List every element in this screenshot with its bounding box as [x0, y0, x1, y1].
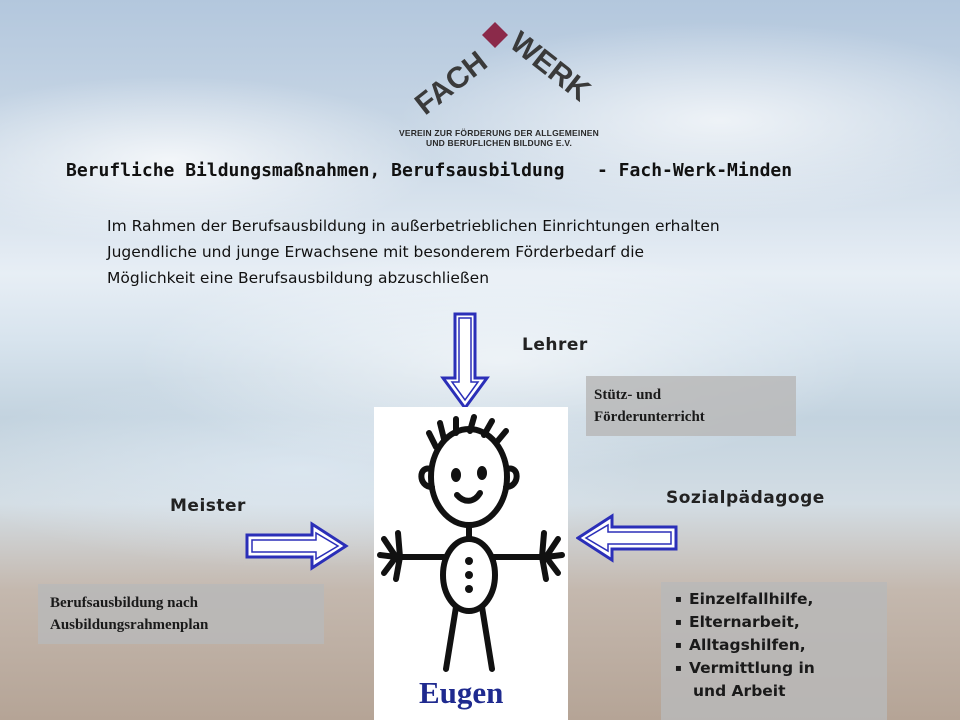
box-lehrer-line1: Stütz- und	[594, 387, 662, 403]
logo-subtitle: VEREIN ZUR FÖRDERUNG DER ALLGEMEINEN UND…	[384, 128, 614, 148]
bullet-icon: ▪	[675, 640, 682, 651]
bullet-icon: ▪	[675, 617, 682, 628]
list-item: ▪Alltagshilfen,	[675, 634, 887, 657]
arrow-down-icon	[440, 312, 490, 411]
box-meister-line1: Berufsausbildung nach	[50, 595, 198, 611]
person-name: Eugen	[419, 675, 504, 710]
logo-subtitle-line2: UND BERUFLICHEN BILDUNG E.V.	[425, 138, 573, 148]
arrow-right-icon	[245, 521, 349, 571]
role-meister: Meister	[170, 496, 246, 516]
logo-diamond-icon	[482, 22, 508, 48]
intro-text: Im Rahmen der Berufsausbildung in außerb…	[107, 213, 927, 291]
list-item: ▪Vermittlung in	[675, 657, 887, 680]
page-title: Berufliche Bildungsmaßnahmen, Berufsausb…	[66, 160, 793, 181]
logo-word-fach: FACH	[409, 45, 494, 121]
arrow-left-icon	[576, 513, 678, 563]
role-lehrer: Lehrer	[522, 335, 588, 355]
stick-figure-icon	[377, 414, 565, 672]
fach-werk-logo: FACH WERK	[409, 22, 597, 122]
box-lehrer: Stütz- und Förderunterricht	[586, 376, 796, 436]
logo-word-werk: WERK	[504, 26, 597, 109]
box-sozial-list: ▪Einzelfallhilfe, ▪Elternarbeit, ▪Alltag…	[661, 582, 887, 720]
bullet-icon: ▪	[675, 663, 682, 674]
list-item: ▪Elternarbeit,	[675, 611, 887, 634]
box-meister-line2: Ausbildungsrahmenplan	[50, 617, 209, 633]
box-meister: Berufsausbildung nach Ausbildungsrahmenp…	[38, 584, 324, 644]
intro-line: Im Rahmen der Berufsausbildung in außerb…	[107, 217, 720, 235]
role-sozialpaedagoge: Sozialpädagoge	[666, 488, 825, 508]
list-item-continuation: und Arbeit	[693, 682, 786, 700]
intro-line: Jugendliche und junge Erwachsene mit bes…	[107, 243, 645, 261]
bullet-icon: ▪	[675, 594, 682, 605]
intro-line: Möglichkeit eine Berufsausbildung abzusc…	[107, 269, 490, 287]
box-lehrer-line2: Förderunterricht	[594, 409, 705, 425]
logo-subtitle-line1: VEREIN ZUR FÖRDERUNG DER ALLGEMEINEN	[398, 128, 600, 138]
list-item: ▪Einzelfallhilfe,	[675, 588, 887, 611]
